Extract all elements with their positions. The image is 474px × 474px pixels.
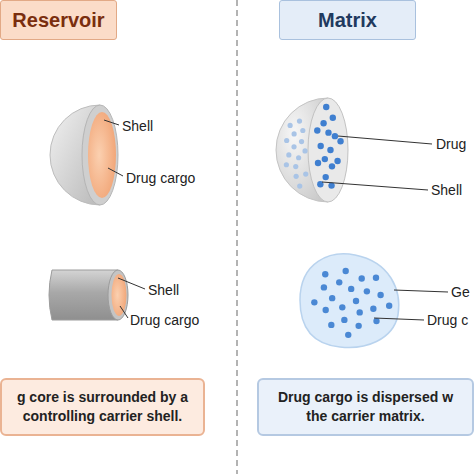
drug-particle [336, 279, 342, 285]
drug-particle [314, 127, 320, 133]
panel-header: Reservoir [0, 0, 117, 40]
part-label: Shell [431, 182, 462, 198]
drug-particle [297, 184, 302, 189]
drug-particle [341, 317, 347, 323]
drug-particle [302, 148, 307, 153]
node-text: Drug cargo is dispersed w the carrier ma… [269, 388, 462, 426]
drug-particle [325, 129, 331, 135]
drug-particle [322, 174, 328, 180]
drug-particle [353, 298, 359, 304]
drug-particle [297, 118, 302, 123]
drug-particle [286, 152, 291, 157]
drug-particle [300, 128, 305, 133]
drug-particle [293, 164, 298, 169]
drug-particle [303, 171, 308, 176]
drug-particle [330, 115, 336, 121]
drug-particle [377, 292, 383, 298]
panel-divider [236, 0, 238, 474]
part-label: Drug c [427, 312, 468, 328]
node-text: g core is surrounded by a controlling ca… [12, 388, 193, 426]
drug-particle [322, 156, 328, 162]
drug-particle [328, 322, 334, 328]
node-text: Reservoir [12, 9, 104, 32]
panel-header: Matrix [279, 0, 416, 40]
drug-particle [292, 131, 297, 136]
drug-particle [299, 139, 304, 144]
part-label: Shell [148, 282, 179, 298]
drug-particle [322, 271, 328, 277]
drug-particle [337, 138, 343, 144]
drug-particle [323, 307, 329, 313]
reservoir-cylinder [49, 270, 128, 320]
drug-particle [373, 275, 379, 281]
drug-particle [334, 158, 340, 164]
reservoir-sphere [50, 105, 118, 205]
drug-particle [288, 123, 293, 128]
part-label: Shell [122, 118, 153, 134]
drug-particle [355, 323, 361, 329]
drug-particle [329, 295, 335, 301]
part-label: Ge [451, 284, 470, 300]
drug-particle [291, 144, 296, 149]
drug-particle [357, 309, 363, 315]
drug-particle [342, 268, 348, 274]
description-box: g core is surrounded by a controlling ca… [0, 378, 205, 436]
drug-particle [386, 303, 392, 309]
drug-particle [345, 332, 351, 338]
part-label: Drug cargo [126, 170, 195, 186]
leader-lines [104, 120, 448, 320]
drug-particle [373, 318, 379, 324]
drug-particle [317, 143, 323, 149]
drug-particle [284, 162, 289, 167]
drug-particle [315, 160, 321, 166]
drug-particle [284, 138, 289, 143]
drug-particle [294, 174, 299, 179]
part-label: Drug cargo [130, 312, 199, 328]
drug-particle [327, 147, 333, 153]
drug-particle [339, 304, 345, 310]
drug-particle [370, 305, 376, 311]
node-text: Matrix [318, 9, 377, 32]
drug-particle [329, 163, 335, 169]
drug-particle [323, 104, 329, 110]
drug-particle [296, 155, 301, 160]
part-label: Drug [436, 136, 466, 152]
description-box: Drug cargo is dispersed w the carrier ma… [257, 378, 474, 436]
drug-particle [320, 120, 326, 126]
matrix-gel [300, 254, 399, 348]
matrix-sphere [276, 98, 348, 202]
drug-particle [364, 288, 370, 294]
drug-particle [359, 275, 365, 281]
drug-particle [332, 133, 338, 139]
drug-particle [311, 299, 317, 305]
drug-particle [321, 284, 327, 290]
drug-particle [348, 286, 354, 292]
